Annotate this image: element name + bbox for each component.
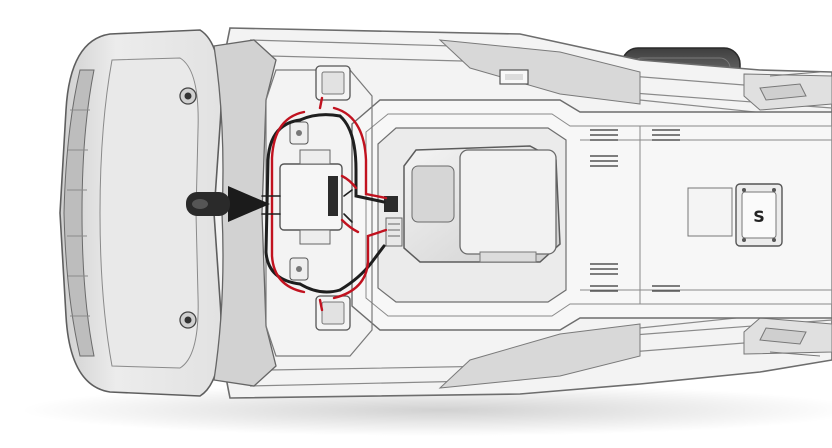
wiring-harness-black xyxy=(264,113,386,294)
upper-side-panel xyxy=(438,39,641,105)
floor-plate xyxy=(687,187,733,237)
s-module-label: S xyxy=(753,207,765,226)
lower-side-panel xyxy=(438,323,641,389)
center-tunnel-inner xyxy=(365,113,832,317)
battery-connector xyxy=(384,196,403,247)
wiring-harness-red xyxy=(270,96,388,312)
battery-top-cell xyxy=(459,149,557,255)
front-sensor-cone xyxy=(186,186,270,222)
hood-marker xyxy=(499,69,529,85)
front-subframe xyxy=(265,69,373,357)
mount-top-small xyxy=(289,121,309,145)
rear-suspension-upper xyxy=(743,71,832,111)
battery-side-cell xyxy=(411,165,455,223)
mount-bottom-left xyxy=(315,295,351,331)
s-control-module: S xyxy=(735,183,783,247)
bumper-grille-strip xyxy=(63,69,95,357)
rear-suspension-lower xyxy=(743,317,832,357)
wiring-harness-black-fine xyxy=(261,189,353,223)
tunnel-rails xyxy=(580,126,832,304)
bumper-bolt-lower xyxy=(179,311,197,329)
mount-top-left xyxy=(315,65,351,101)
bumper-inner-panel xyxy=(99,57,199,369)
bumper-bolt-upper xyxy=(179,87,197,105)
central-power-module xyxy=(279,149,343,245)
ground-shadow xyxy=(20,384,832,436)
vent-lower xyxy=(590,263,680,292)
vent-upper xyxy=(590,129,680,167)
grille-slats xyxy=(67,109,90,317)
mount-bottom-small xyxy=(289,257,309,281)
battery-unit xyxy=(403,145,561,263)
